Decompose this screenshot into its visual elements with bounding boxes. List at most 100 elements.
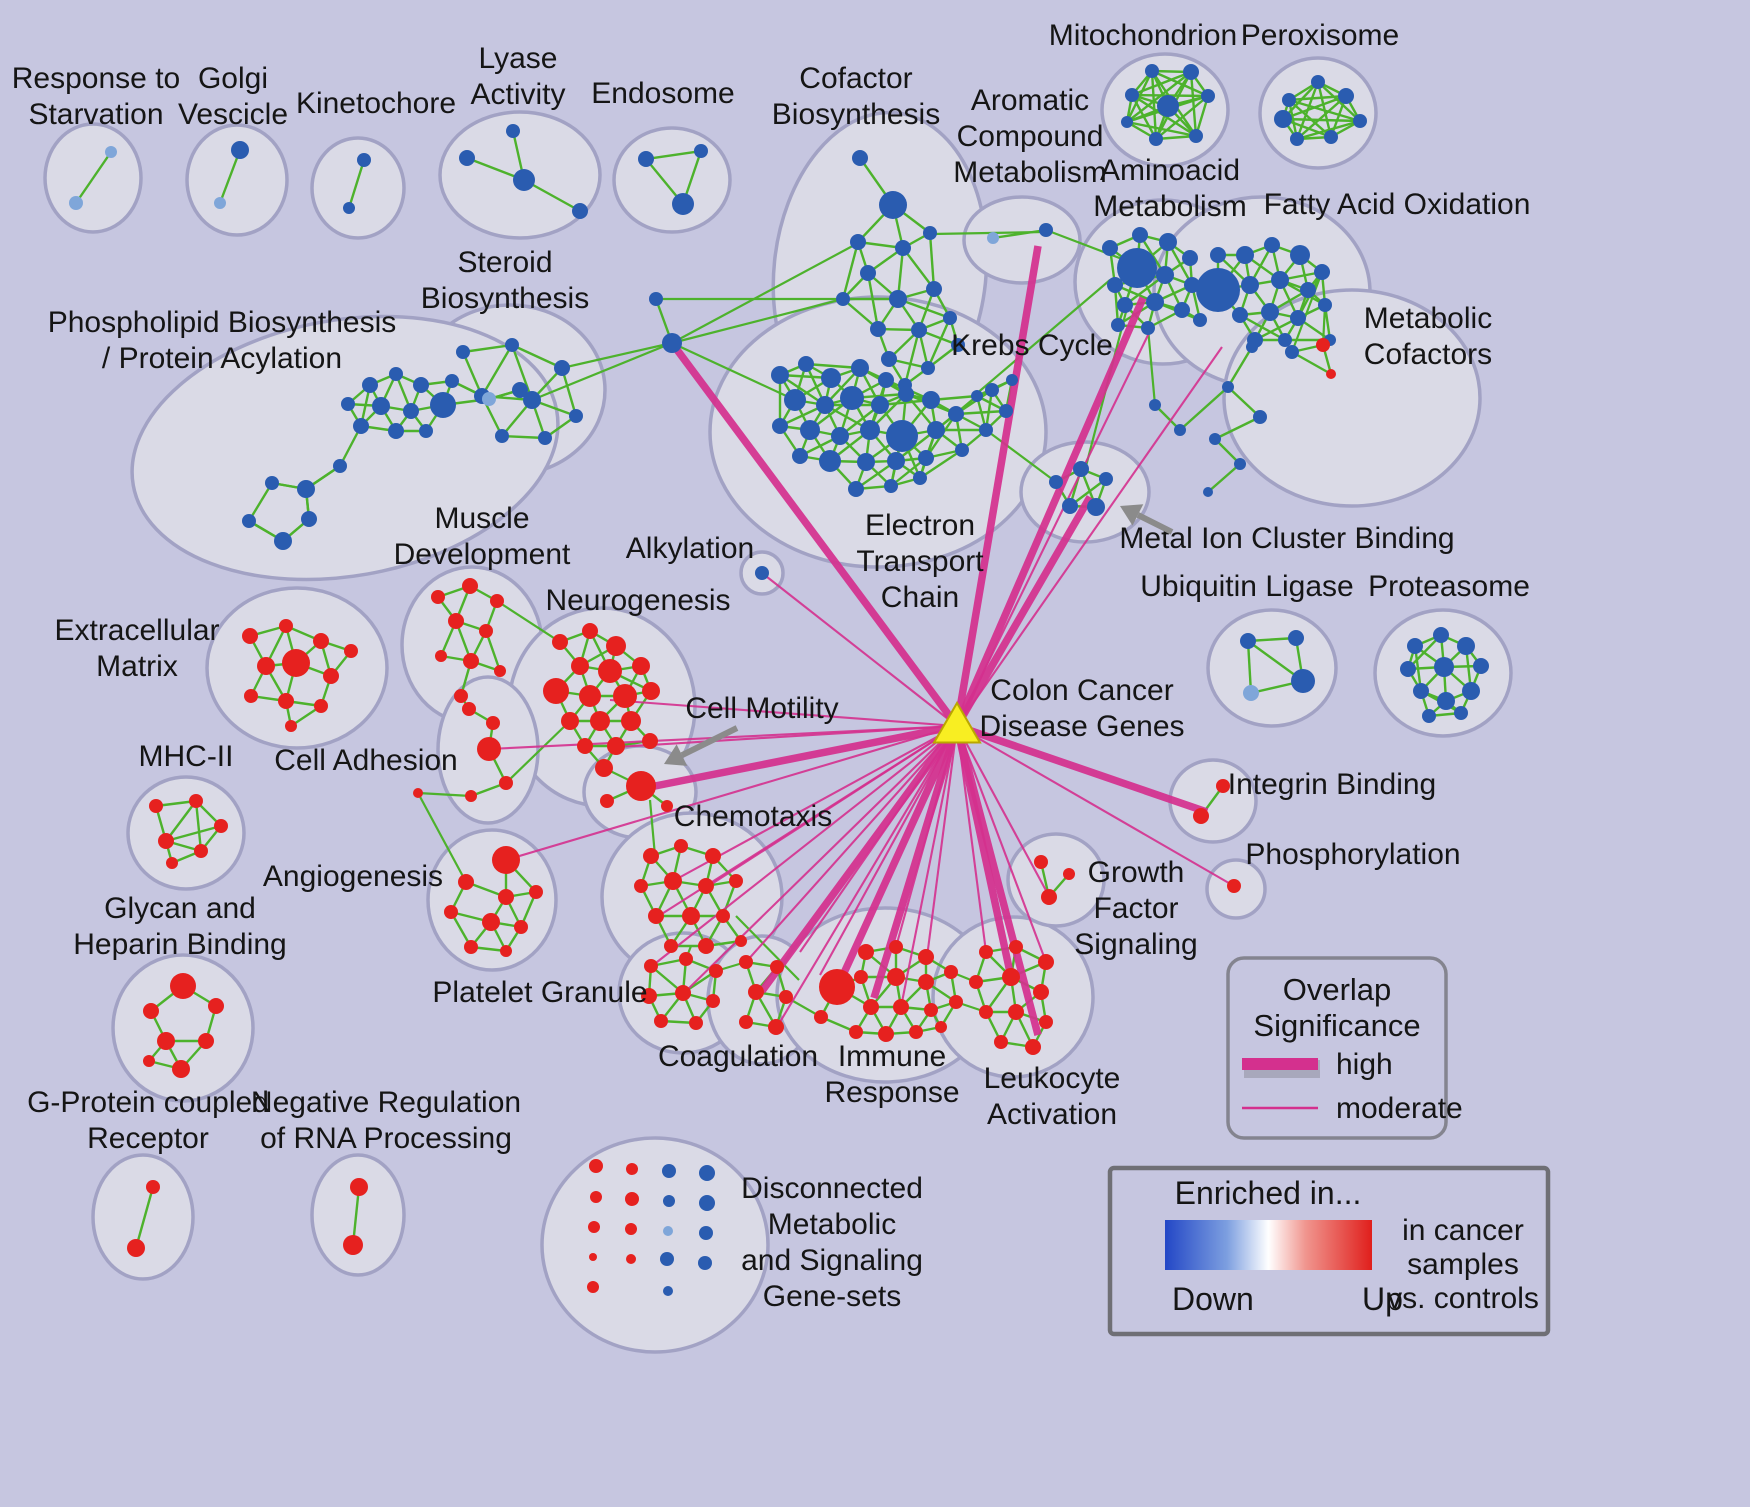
gene-set-node xyxy=(748,984,764,1000)
gene-set-node xyxy=(699,1226,713,1240)
gene-set-node xyxy=(1033,984,1049,1000)
gene-set-node xyxy=(1117,297,1133,313)
gene-set-node xyxy=(242,514,256,528)
green-link-edge xyxy=(1290,271,1324,353)
gene-set-node xyxy=(170,973,196,999)
legend-enriched-note: samples xyxy=(1407,1248,1519,1281)
cluster-ellipse-golgi-vescicle xyxy=(185,123,289,237)
gene-set-node xyxy=(949,995,963,1009)
cluster-label-growth-factor-signaling: Signaling xyxy=(1074,928,1197,961)
cluster-label-g-protein-coupled-receptor: Receptor xyxy=(87,1122,209,1155)
cluster-label-lyase-activity: Activity xyxy=(470,78,565,111)
gene-set-node xyxy=(709,964,723,978)
cluster-label-disconnected-gene-sets: Gene-sets xyxy=(763,1280,901,1313)
gene-set-node xyxy=(613,684,637,708)
green-link-edge xyxy=(417,791,472,798)
cell-motility-arrow-head xyxy=(664,744,688,766)
gene-set-node xyxy=(887,968,905,986)
gene-set-node xyxy=(889,290,907,308)
cluster-ellipse-endosome xyxy=(612,126,732,234)
gene-set-node xyxy=(926,281,942,297)
gene-set-node xyxy=(166,857,178,869)
gene-set-node xyxy=(552,634,568,650)
cluster-label-growth-factor-signaling: Growth xyxy=(1088,856,1185,889)
green-edge xyxy=(484,630,502,672)
overlap-edge-high xyxy=(758,723,961,994)
gene-set-node xyxy=(582,623,598,639)
cluster-label-cell-motility: Cell Motility xyxy=(685,692,838,725)
overlap-edge-high xyxy=(870,724,961,1000)
overlap-edge-high xyxy=(953,245,1042,727)
gene-set-node xyxy=(561,712,579,730)
green-edge xyxy=(1126,120,1197,138)
gene-set-node xyxy=(1102,240,1118,256)
gene-set-node xyxy=(189,794,203,808)
gene-set-node xyxy=(999,404,1013,418)
cluster-label-response-to-starvation: Starvation xyxy=(28,98,163,131)
gene-set-node xyxy=(1184,277,1200,293)
gene-set-node xyxy=(1174,424,1186,436)
gene-set-node xyxy=(341,397,355,411)
green-link-edge xyxy=(505,720,571,784)
gene-set-node xyxy=(1271,271,1289,289)
gene-set-node xyxy=(587,1281,599,1293)
gene-set-node xyxy=(482,392,496,406)
gene-set-node xyxy=(860,265,876,281)
green-link-edge xyxy=(671,342,796,401)
cluster-label-krebs-cycle: Krebs Cycle xyxy=(951,329,1113,362)
gene-set-node xyxy=(675,985,691,1001)
gene-set-node xyxy=(716,909,730,923)
gene-set-node xyxy=(887,452,905,470)
cluster-label-angiogenesis: Angiogenesis xyxy=(263,860,443,893)
cluster-label-integrin-binding: Integrin Binding xyxy=(1228,768,1436,801)
gene-set-node xyxy=(943,311,957,325)
legend-enriched-title: Enriched in... xyxy=(1175,1175,1362,1211)
cluster-label-golgi-vescicle: Golgi xyxy=(198,62,268,95)
gene-set-node xyxy=(506,124,520,138)
gene-set-node xyxy=(1039,1015,1053,1029)
gene-set-node xyxy=(1111,318,1125,332)
legend-moderate-label: moderate xyxy=(1336,1092,1463,1125)
green-edge xyxy=(1288,98,1361,123)
gene-set-node xyxy=(699,1165,715,1181)
gene-set-node xyxy=(985,383,999,397)
gene-set-node xyxy=(1121,116,1133,128)
gene-set-node xyxy=(971,390,983,402)
gene-set-node xyxy=(1326,369,1336,379)
legend-high-label: high xyxy=(1336,1048,1393,1081)
gene-set-node xyxy=(660,1252,674,1266)
gene-set-node xyxy=(1314,264,1330,280)
gene-set-node xyxy=(257,657,275,675)
gene-set-node xyxy=(1041,889,1057,905)
green-edge xyxy=(1207,463,1241,493)
gene-set-node xyxy=(208,998,224,1014)
cluster-label-glycan-heparin-binding: Glycan and xyxy=(104,892,256,925)
gene-set-node xyxy=(918,450,934,466)
gene-set-node xyxy=(1243,685,1259,701)
gene-set-node xyxy=(403,403,419,419)
green-edge xyxy=(805,362,861,370)
gene-set-node xyxy=(1034,855,1048,869)
gene-set-node xyxy=(626,1163,638,1175)
cluster-label-steroid-biosynthesis: Steroid xyxy=(457,246,552,279)
gene-set-node xyxy=(699,1195,715,1211)
cluster-label-alkylation: Alkylation xyxy=(626,532,754,565)
gene-set-node xyxy=(571,657,589,675)
gene-set-node xyxy=(600,794,614,808)
layer-legends: OverlapSignificancehighmoderateEnriched … xyxy=(1107,956,1551,1337)
gene-set-node xyxy=(819,969,855,1005)
gene-set-node xyxy=(323,668,339,684)
cluster-label-growth-factor-signaling: Factor xyxy=(1093,892,1178,925)
gene-set-node xyxy=(924,1003,938,1017)
gene-set-node xyxy=(143,1003,159,1019)
cluster-label-glycan-heparin-binding: Heparin Binding xyxy=(73,928,286,961)
cluster-label-aromatic-compound-metabolism: Metabolism xyxy=(953,156,1106,189)
gene-set-node xyxy=(816,396,834,414)
gene-set-node xyxy=(1227,879,1241,893)
green-edge xyxy=(866,272,880,330)
gene-set-node xyxy=(643,848,659,864)
gene-set-node xyxy=(499,776,513,790)
gene-set-node xyxy=(265,476,279,490)
gene-set-node xyxy=(1132,227,1148,243)
gene-set-node xyxy=(663,1226,673,1236)
